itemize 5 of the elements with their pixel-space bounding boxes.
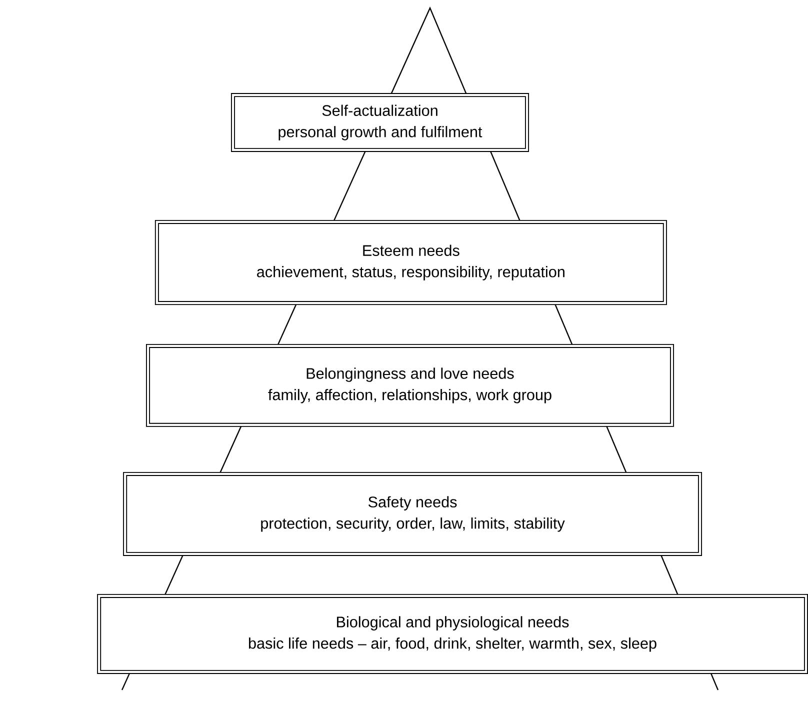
level-box: Esteem needs achievement, status, responsibility, reputation xyxy=(154,220,667,306)
level-box: Belongingness and love needs family, affection, relationships, work group xyxy=(146,344,674,427)
level-box: Biological and physiological needs basic life needs – air, food, drink, shelter, warmth, sex, sleep xyxy=(97,594,808,674)
level-box: Self-actualization personal growth and fulfilment xyxy=(231,93,529,152)
level-box: Safety needs protection, security, order, law, limits, stability xyxy=(123,472,702,556)
